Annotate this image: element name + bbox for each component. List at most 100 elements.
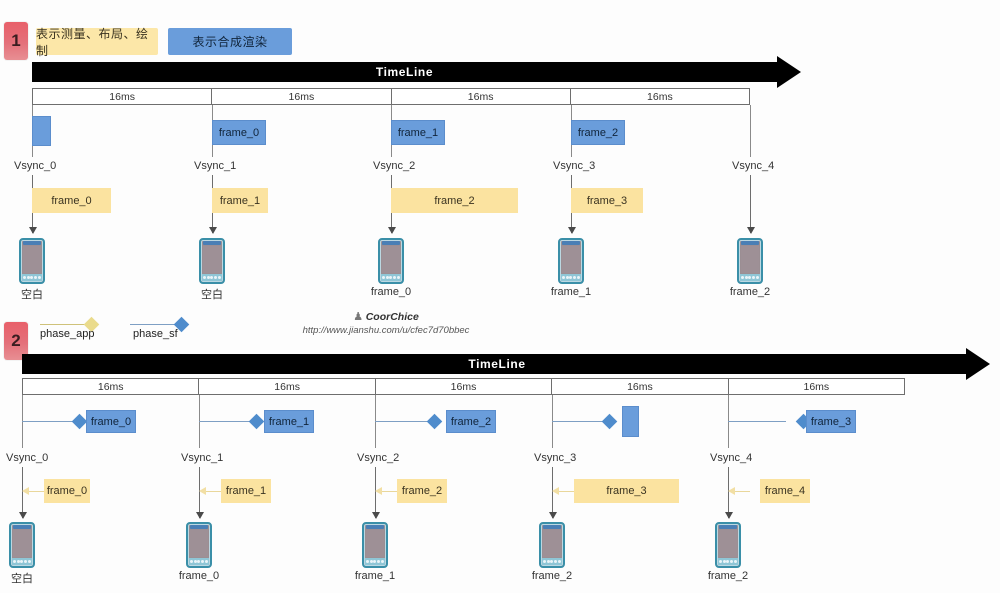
phase-sf-diamond <box>71 413 88 430</box>
phase-sf-legend-line <box>130 324 180 325</box>
draw-box-frame_3: frame_3 <box>571 188 643 213</box>
phone-label: 空白 <box>201 289 223 301</box>
draw-box-frame_0: frame_0 <box>44 479 90 503</box>
phase-sf-diamond <box>601 413 618 430</box>
phone-buttons <box>12 558 32 565</box>
vsync-guideline <box>750 105 751 157</box>
phone-label: frame_1 <box>354 570 396 582</box>
vsync-label: Vsync_4 <box>710 452 753 464</box>
ruler-cell: 16ms <box>552 379 729 394</box>
device-preview: frame_0 <box>371 238 416 298</box>
device-preview: frame_2 <box>730 238 775 298</box>
render-box-frame_0: frame_0 <box>86 410 136 433</box>
phase-sf-connector <box>375 421 433 422</box>
phase-app-arrow <box>375 487 397 495</box>
render-box-frame_1: frame_1 <box>264 410 314 433</box>
phase-sf-diamond <box>248 413 265 430</box>
phone-screen <box>13 530 31 557</box>
phase-sf-connector <box>22 421 80 422</box>
phone-icon <box>19 238 45 284</box>
phone-buttons <box>718 558 738 565</box>
phone-earpiece <box>543 525 561 529</box>
phone-earpiece <box>382 241 400 245</box>
device-preview: frame_1 <box>551 238 596 298</box>
phone-label: frame_2 <box>707 570 749 582</box>
phone-buttons <box>365 558 385 565</box>
phone-earpiece <box>203 241 221 245</box>
phone-icon <box>539 522 565 568</box>
phase-app-legend-label: phase_app <box>40 328 95 340</box>
phone-label: frame_1 <box>550 286 592 298</box>
phone-label: frame_2 <box>531 570 573 582</box>
phone-screen <box>366 530 384 557</box>
credit-author-row: ♟ CoorChice <box>300 311 472 325</box>
draw-box-frame_3: frame_3 <box>574 479 679 503</box>
vsync-label: Vsync_1 <box>194 160 237 172</box>
ruler-cell: 16ms <box>803 380 830 393</box>
phone-screen <box>543 530 561 557</box>
phase-sf-connector <box>552 421 610 422</box>
draw-box-frame_1: frame_1 <box>212 188 268 213</box>
draw-box-frame_1: frame_1 <box>221 479 271 503</box>
legend-chip-measure-layout-draw: 表示测量、布局、绘制 <box>36 27 158 58</box>
phase-app-legend-line <box>40 324 90 325</box>
phone-icon <box>362 522 388 568</box>
phone-buttons <box>561 274 581 281</box>
phone-earpiece <box>741 241 759 245</box>
render-box-frame_2: frame_2 <box>446 410 496 433</box>
section-2-ruler: 16ms 16ms 16ms 16ms 16ms <box>22 378 905 395</box>
phone-label: 空白 <box>11 573 33 585</box>
ruler-cell: 16ms <box>647 90 673 103</box>
phone-screen <box>741 246 759 273</box>
phone-screen <box>203 246 221 273</box>
section-1-timeline-bar: TimeLine <box>32 62 777 82</box>
phone-screen <box>190 530 208 557</box>
draw-box-frame_2: frame_2 <box>391 188 518 213</box>
phase-sf-legend-label: phase_sf <box>133 328 178 340</box>
vsync-label: Vsync_3 <box>553 160 596 172</box>
phone-screen <box>562 246 580 273</box>
flow-arrow-down <box>746 175 755 234</box>
vsync-label: Vsync_3 <box>534 452 577 464</box>
section-1-timeline-arrowhead <box>777 56 801 88</box>
section-2-timeline-arrowhead <box>966 348 990 380</box>
phone-earpiece <box>562 241 580 245</box>
phone-earpiece <box>190 525 208 529</box>
draw-box-frame_4: frame_4 <box>760 479 810 503</box>
render-box-frame_1: frame_1 <box>391 120 445 145</box>
phone-earpiece <box>366 525 384 529</box>
phone-buttons <box>542 558 562 565</box>
section-1-badge: 1 <box>4 22 28 60</box>
legend-chip-composite-render: 表示合成渲染 <box>168 28 292 55</box>
phase-app-arrow <box>728 487 750 495</box>
phone-earpiece <box>719 525 737 529</box>
section-2-timeline-label: TimeLine <box>468 357 526 371</box>
phone-label: 空白 <box>21 289 43 301</box>
vsync-label: Vsync_0 <box>14 160 57 172</box>
phase-sf-connector <box>199 421 257 422</box>
author-credit: ♟ CoorChice http://www.jianshu.com/u/cfe… <box>300 311 472 337</box>
phone-icon <box>737 238 763 284</box>
vsync-label: Vsync_2 <box>373 160 416 172</box>
phone-icon <box>199 238 225 284</box>
device-preview: frame_1 <box>355 522 400 582</box>
phone-earpiece <box>13 525 31 529</box>
phone-buttons <box>189 558 209 565</box>
phone-screen <box>23 246 41 273</box>
phone-screen <box>719 530 737 557</box>
render-box-frame_0: frame_0 <box>212 120 266 145</box>
phone-buttons <box>381 274 401 281</box>
ruler-cell: 16ms <box>392 89 571 104</box>
device-preview: 空白 <box>19 238 45 302</box>
vsync-label: Vsync_2 <box>357 452 400 464</box>
phone-label: frame_2 <box>729 286 771 298</box>
phone-icon <box>186 522 212 568</box>
credit-author: CoorChice <box>365 311 419 323</box>
ruler-cell: 16ms <box>212 89 392 104</box>
render-box-frame_3: frame_3 <box>806 410 856 433</box>
credit-url: http://www.jianshu.com/u/cfec7d70bbec <box>302 324 470 336</box>
device-preview: frame_2 <box>532 522 577 582</box>
phone-icon <box>715 522 741 568</box>
section-2-timeline-bar: TimeLine <box>22 354 972 374</box>
